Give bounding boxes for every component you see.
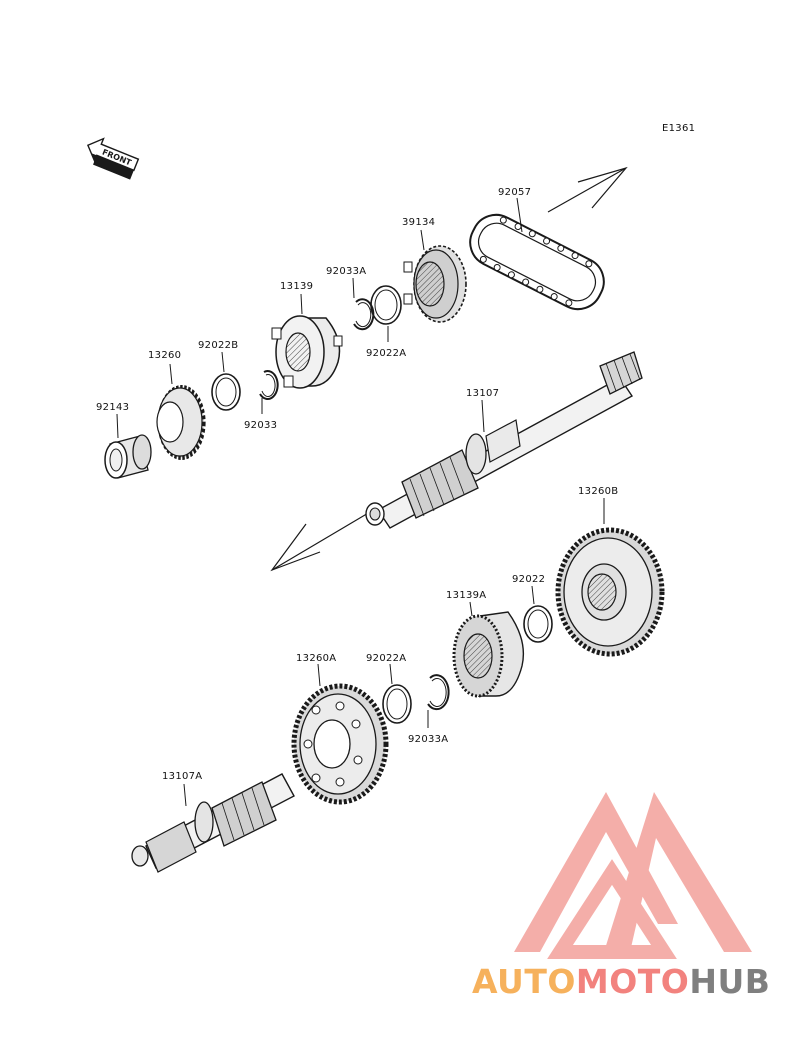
part-13139-shift-dog	[271, 293, 343, 389]
part-13260-gear	[156, 363, 206, 460]
part-13139A-shift-dog	[452, 601, 525, 698]
label-92057: 92057	[498, 187, 531, 198]
part-13107A-shaft	[131, 773, 295, 873]
part-92057-chain	[469, 197, 605, 311]
label-92022A-bottom: 92022A	[366, 653, 406, 664]
label-13260A: 13260A	[296, 653, 336, 664]
direction-arrow-middle	[270, 511, 371, 572]
part-13107-shaft	[365, 351, 643, 529]
watermark-text: AUTOMOTOHUB	[472, 962, 770, 1001]
part-92033A-bottom-circlip	[427, 674, 450, 728]
label-13107: 13107	[466, 388, 499, 399]
part-92022A-top-washer	[370, 285, 402, 342]
front-arrow-icon: FRONT	[86, 137, 140, 180]
label-92143: 92143	[96, 402, 129, 413]
label-92033A-bottom: 92033A	[408, 734, 448, 745]
part-92143-collar	[104, 413, 152, 479]
part-92022B-washer	[211, 351, 241, 411]
part-92022A-bottom-washer	[382, 663, 412, 724]
label-13139: 13139	[280, 281, 313, 292]
label-39134: 39134	[402, 217, 435, 228]
label-13260B: 13260B	[578, 486, 618, 497]
part-92022-washer	[523, 585, 553, 643]
automotohub-logo-mark	[514, 792, 752, 959]
label-92033: 92033	[244, 420, 277, 431]
part-13260B-gear	[555, 498, 665, 657]
watermark-moto: MOTO	[575, 962, 690, 1001]
diagram-code: E1361	[662, 123, 695, 134]
watermark-hub: HUB	[689, 962, 771, 1001]
part-92033A-top-circlip	[352, 277, 375, 331]
watermark-auto: AUTO	[472, 962, 576, 1001]
label-13260: 13260	[148, 350, 181, 361]
part-13260A-gear	[291, 663, 389, 805]
label-92022A-top: 92022A	[366, 348, 406, 359]
label-92022B: 92022B	[198, 340, 238, 351]
part-39134-sprocket	[403, 229, 467, 323]
label-92033A-top: 92033A	[326, 266, 366, 277]
label-92022: 92022	[512, 574, 545, 585]
label-13107A: 13107A	[162, 771, 202, 782]
direction-arrow-top	[547, 166, 628, 213]
part-92033-circlip	[259, 370, 279, 414]
label-13139A: 13139A	[446, 590, 486, 601]
